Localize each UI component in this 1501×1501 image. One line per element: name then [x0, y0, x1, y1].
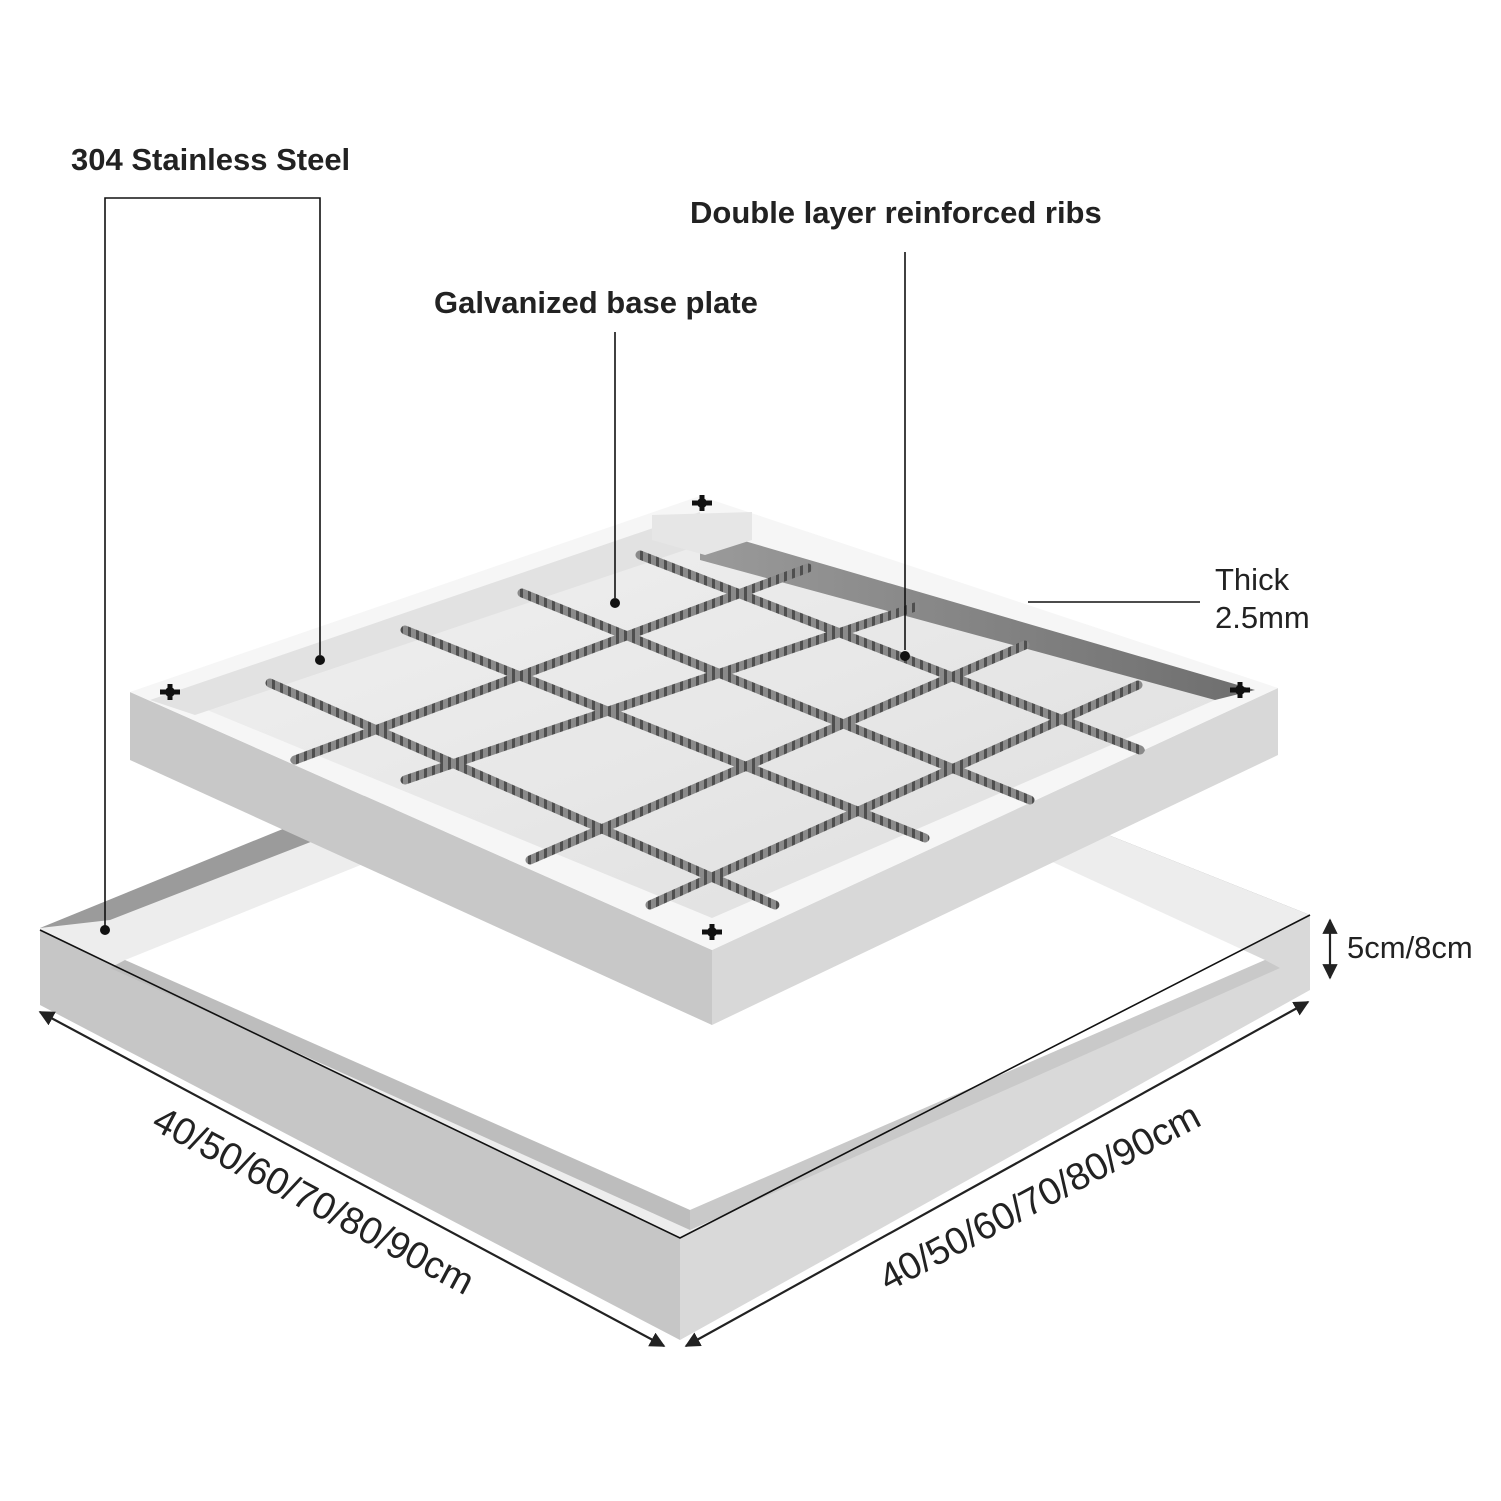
dim-line-right [684, 1001, 1310, 1347]
corner-hole-top-icon [692, 495, 712, 511]
dot-stainless-frame [100, 925, 110, 935]
dot-reinforced-ribs [900, 651, 910, 661]
corner-hole-bottom-icon [702, 924, 722, 940]
rib-a1 [265, 678, 780, 910]
corner-hole-right-icon [1230, 682, 1250, 698]
label-stainless-steel: 304 Stainless Steel [71, 142, 350, 177]
tray-inner-wall-back-right [700, 528, 1255, 700]
dot-stainless-tray [315, 655, 325, 665]
tray-corner-block [652, 512, 752, 555]
rib-a2 [400, 625, 930, 843]
tray-outer-left-face [130, 692, 712, 1025]
rib-a3 [517, 588, 1035, 805]
label-base-plate: Galvanized base plate [434, 285, 758, 320]
corner-hole-left-icon [160, 684, 180, 700]
reinforced-ribs [265, 550, 1145, 910]
cover-tray [130, 495, 1278, 1025]
rib-b4 [645, 680, 1143, 910]
dim-line-left [38, 1011, 666, 1347]
rib-b1 [290, 563, 813, 765]
rib-b2 [400, 602, 920, 785]
dimension-lines [38, 918, 1338, 1347]
leader-stainless-steel [104, 197, 321, 930]
callout-leaders [100, 197, 1200, 935]
tray-outer-right-face [712, 688, 1278, 1025]
dot-base-plate [610, 598, 620, 608]
label-thick: Thick [1215, 562, 1290, 597]
rib-b3 [525, 640, 1030, 865]
label-thick-value: 2.5mm [1215, 600, 1310, 635]
label-reinforced-ribs: Double layer reinforced ribs [690, 195, 1102, 230]
tray-inner-wall-back-left [150, 512, 700, 715]
label-height: 5cm/8cm [1347, 930, 1473, 965]
